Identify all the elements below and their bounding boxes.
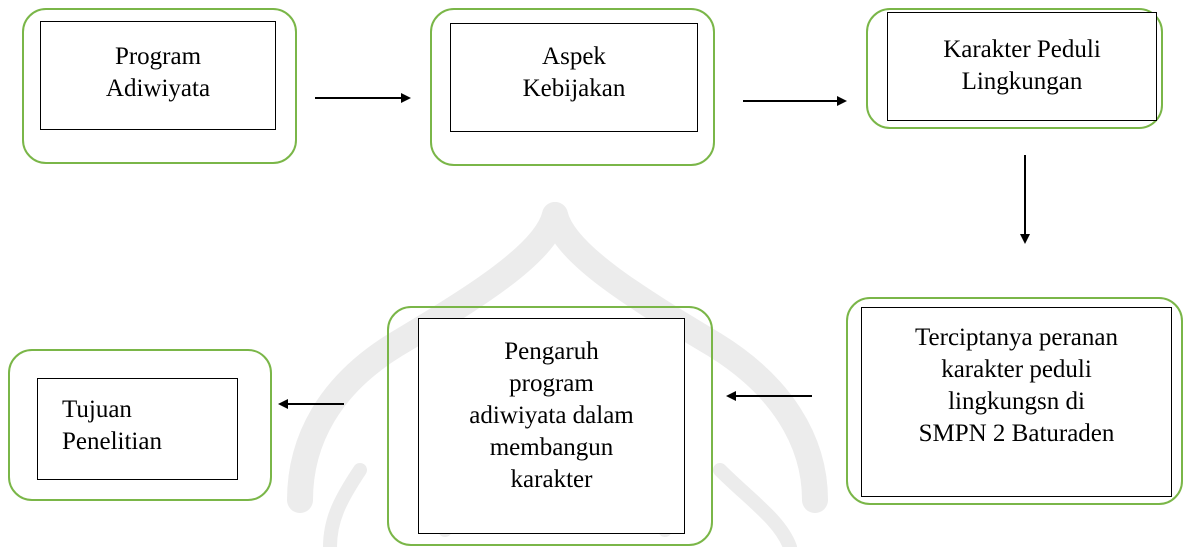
node-pengaruh-program [387, 306, 713, 546]
node-terciptanya-peranan-label: Terciptanya peranan karakter peduli ling… [915, 324, 1118, 447]
node-tujuan-penelitian [8, 349, 272, 501]
node-tujuan-penelitian-inner [37, 378, 238, 480]
node-karakter-peduli-lingkungan-inner [887, 12, 1157, 121]
node-karakter-peduli-lingkungan [866, 8, 1163, 129]
node-pengaruh-program-inner [418, 318, 685, 534]
node-karakter-peduli-lingkungan-label: Karakter Peduli Lingkungan [943, 36, 1101, 95]
node-terciptanya-peranan [846, 297, 1183, 505]
node-program-adiwiyata-label: Program Adiwiyata [105, 43, 211, 102]
node-pengaruh-program-label: Pengaruh program adiwiyata dalam membang… [469, 338, 634, 493]
node-aspek-kebijakan-inner [450, 23, 698, 132]
node-aspek-kebijakan [430, 8, 715, 166]
node-program-adiwiyata-inner [40, 21, 276, 130]
node-aspek-kebijakan-label: Aspek Kebijakan [522, 43, 626, 102]
node-terciptanya-peranan-inner [861, 307, 1172, 497]
node-tujuan-penelitian-label: Tujuan Penelitian [62, 396, 162, 455]
node-program-adiwiyata [22, 8, 297, 164]
